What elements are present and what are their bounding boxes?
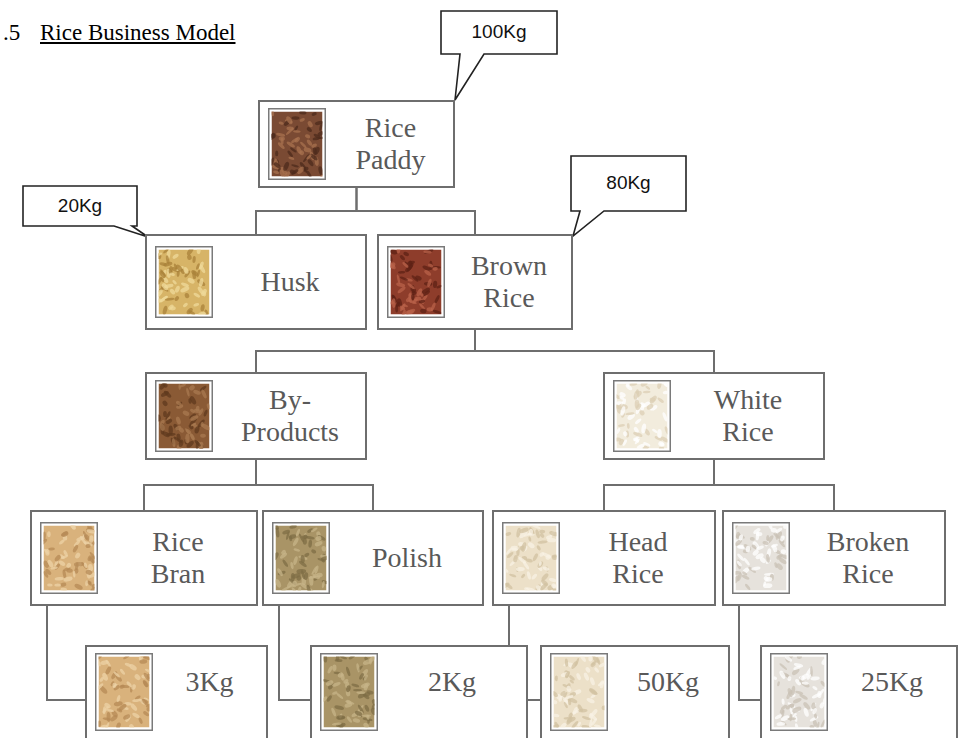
grain-thumbnail: [502, 522, 560, 594]
process-box: Rice Paddy: [258, 100, 455, 188]
quantity-label: 25Kg: [861, 666, 923, 698]
tree-connector: [144, 460, 256, 510]
text-area: 50Kg: [614, 647, 722, 717]
grain-thumbnail: [770, 653, 828, 731]
section-title: Rice Business Model: [40, 20, 236, 46]
tree-connector: [256, 330, 475, 372]
weight-label: 80Kg: [606, 172, 650, 195]
weight-callout: 100Kg: [440, 10, 558, 55]
quantity-box: 3Kg: [85, 645, 268, 738]
tree-connector: [256, 460, 373, 510]
grain-thumbnail: [40, 522, 98, 594]
text-area: 20Kg: [26, 185, 134, 227]
quantity-label: 50Kg: [637, 666, 699, 698]
node-label: Head Rice: [586, 526, 691, 590]
text-area: Polish: [338, 512, 476, 604]
grain-thumbnail: [320, 653, 378, 731]
tree-connector: [714, 460, 834, 510]
weight-callout: 20Kg: [22, 185, 138, 227]
process-box: Brown Rice: [377, 234, 573, 330]
text-area: Rice Bran: [106, 512, 250, 604]
grain-thumbnail: [732, 522, 790, 594]
grain-thumbnail: [155, 246, 213, 318]
quantity-box: 2Kg: [310, 645, 528, 738]
process-box: Polish: [262, 510, 484, 606]
grain-thumbnail: [387, 246, 445, 318]
text-area: Broken Rice: [798, 512, 938, 604]
grain-thumbnail: [613, 380, 671, 452]
text-area: 25Kg: [834, 647, 950, 717]
tree-connector: [739, 606, 760, 700]
process-box: Broken Rice: [722, 510, 946, 606]
weight-label: 20Kg: [58, 195, 102, 218]
node-label: Husk: [260, 266, 319, 298]
quantity-box: 25Kg: [760, 645, 958, 738]
quantity-box: 50Kg: [540, 645, 730, 738]
node-label: Rice Bran: [126, 526, 231, 590]
tree-connector: [256, 188, 357, 234]
text-area: 80Kg: [574, 155, 683, 212]
tree-connector: [357, 188, 476, 234]
text-area: Brown Rice: [453, 236, 565, 328]
tree-connector: [604, 460, 714, 510]
tree-connector: [475, 330, 714, 372]
grain-thumbnail: [272, 522, 330, 594]
section-number: .5: [3, 20, 20, 46]
process-box: By-Products: [145, 372, 367, 460]
grain-thumbnail: [155, 380, 213, 452]
quantity-label: 3Kg: [185, 666, 233, 698]
process-box: Husk: [145, 234, 367, 330]
text-area: Head Rice: [568, 512, 708, 604]
node-label: White Rice: [696, 384, 801, 448]
grain-thumbnail: [95, 653, 153, 731]
node-label: Rice Paddy: [338, 112, 443, 176]
text-area: White Rice: [679, 374, 817, 458]
node-label: Broken Rice: [816, 526, 921, 590]
text-area: 3Kg: [159, 647, 260, 717]
weight-callout: 80Kg: [570, 155, 687, 212]
text-area: 2Kg: [384, 647, 520, 717]
text-area: By-Products: [221, 374, 359, 458]
grain-thumbnail: [268, 108, 326, 180]
tree-connector: [47, 606, 85, 700]
node-label: By-Products: [238, 384, 343, 448]
quantity-label: 2Kg: [428, 666, 476, 698]
process-box: Rice Bran: [30, 510, 258, 606]
tree-connector: [279, 606, 310, 700]
text-area: 100Kg: [444, 10, 554, 55]
node-label: Brown Rice: [457, 250, 562, 314]
grain-thumbnail: [550, 653, 608, 731]
process-box: White Rice: [603, 372, 825, 460]
text-area: Husk: [221, 236, 359, 328]
process-box: Head Rice: [492, 510, 716, 606]
text-area: Rice Paddy: [334, 102, 447, 186]
node-label: Polish: [372, 542, 442, 574]
weight-label: 100Kg: [472, 21, 527, 44]
